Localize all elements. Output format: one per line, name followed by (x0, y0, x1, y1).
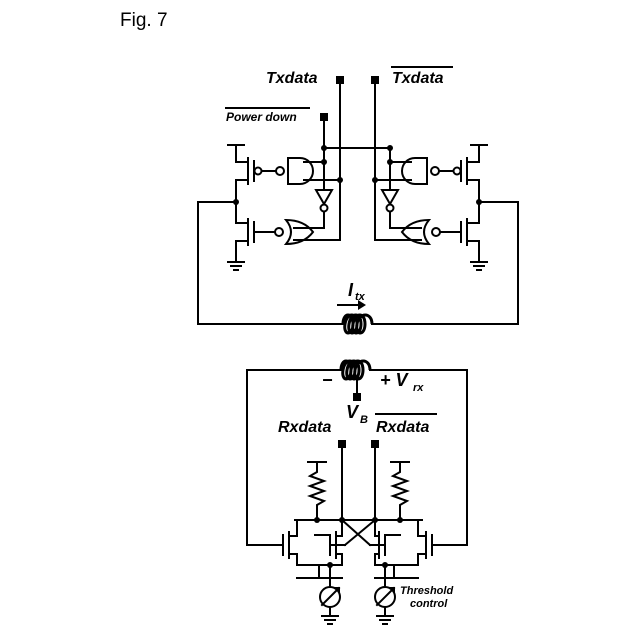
rxdata-label: Rxdata (278, 419, 331, 436)
nmos-cross-right-icon (375, 520, 400, 565)
pmos-left-icon (228, 145, 248, 202)
power-down-label: Power down (226, 110, 297, 124)
nmos-right-icon (467, 202, 479, 262)
rx-inductor-icon (341, 361, 370, 379)
inverter-right-icon (382, 190, 398, 204)
vb-pad (353, 393, 361, 401)
vb-subscript: B (360, 414, 368, 426)
ground-icon (228, 262, 244, 270)
threshold-label: Threshold (400, 585, 453, 597)
txdata-label: Txdata (266, 70, 318, 87)
itx-subscript: tx (355, 291, 366, 303)
nmos-left-icon (236, 202, 248, 262)
nmos-cross-left-icon (315, 520, 342, 565)
tx-inductor-icon (343, 315, 372, 333)
resistor-left-icon (308, 462, 326, 520)
control-label: control (410, 598, 448, 610)
txdata-bar-pad (371, 76, 379, 84)
rxdata-bar-pad (371, 440, 379, 448)
power-down-pad (320, 113, 328, 121)
vrx-subscript: rx (413, 382, 424, 394)
rxdata-pad (338, 440, 346, 448)
rxdata-bar-label: Rxdata (376, 419, 429, 436)
txdata-bar-label: Txdata (392, 70, 444, 87)
vb-label: V (346, 402, 360, 422)
itx-label: I (348, 280, 354, 300)
inverter-left-icon (316, 190, 332, 204)
ground-icon (377, 616, 393, 624)
pmos-right-icon (467, 145, 487, 202)
resistor-right-icon (391, 462, 409, 520)
vrx-label: + V (380, 370, 410, 390)
power-down-wire (324, 121, 390, 180)
minus-label: − (322, 370, 333, 390)
ground-icon (322, 616, 338, 624)
ground-icon (471, 262, 487, 270)
txdata-pad (336, 76, 344, 84)
